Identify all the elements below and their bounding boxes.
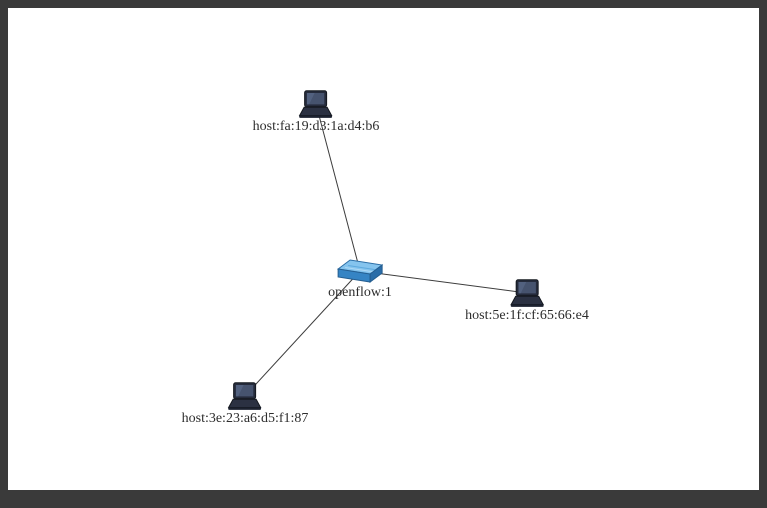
node-host-3e23a6d5f187[interactable]: host:3e:23:a6:d5:f1:87: [181, 381, 309, 427]
node-label: openflow:1: [328, 285, 392, 300]
switch-icon: [336, 257, 384, 285]
node-host-fa19d31ad4b6[interactable]: host:fa:19:d3:1a:d4:b6: [252, 89, 380, 135]
laptop-icon: [508, 278, 546, 308]
node-openflow-1[interactable]: openflow:1: [328, 257, 392, 301]
node-label: host:5e:1f:cf:65:66:e4: [465, 307, 589, 323]
laptop-icon: [297, 89, 335, 119]
topology-canvas: [8, 8, 759, 490]
laptop-icon: [226, 381, 264, 411]
node-label: host:fa:19:d3:1a:d4:b6: [252, 118, 380, 134]
node-label: host:3e:23:a6:d5:f1:87: [181, 410, 309, 426]
node-host-5e1fcf6566e4[interactable]: host:5e:1f:cf:65:66:e4: [465, 278, 589, 324]
